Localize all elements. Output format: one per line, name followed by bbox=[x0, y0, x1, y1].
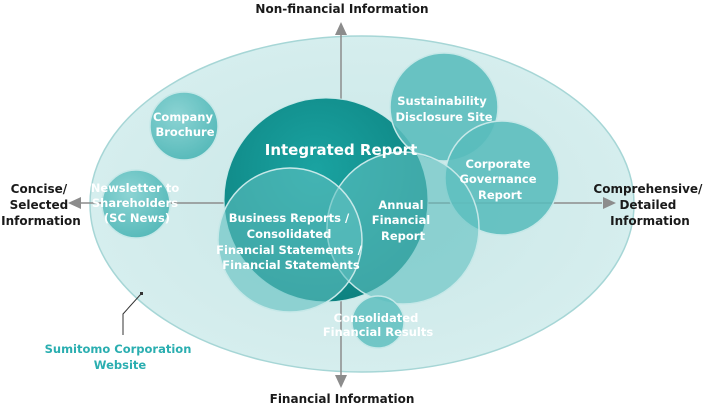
website-pointer-dot bbox=[140, 292, 143, 295]
axis-label-left: Concise/ Selected Information bbox=[1, 182, 81, 228]
axis-arrowheads bbox=[68, 22, 616, 388]
label-corporate-governance: Corporate Governance Report bbox=[459, 157, 540, 202]
axis-label-right: Comprehensive/ Detailed Information bbox=[593, 182, 704, 228]
bubble-newsletter bbox=[101, 169, 171, 239]
label-integrated-report: Integrated Report bbox=[265, 141, 418, 159]
arrow-down-icon bbox=[335, 375, 347, 388]
label-website: Sumitomo Corporation Website bbox=[45, 342, 196, 372]
label-company-brochure: Company Brochure bbox=[153, 110, 217, 139]
label-consolidated-results: Consolidated Financial Results bbox=[323, 311, 434, 339]
label-annual-financial: Annual Financial Report bbox=[372, 198, 434, 243]
arrow-left-icon bbox=[68, 197, 81, 209]
website-pointer-line bbox=[122, 293, 142, 335]
label-sustainability: Sustainability Disclosure Site bbox=[395, 94, 492, 124]
axis-label-top: Non-financial Information bbox=[255, 2, 428, 16]
arrow-up-icon bbox=[335, 22, 347, 35]
label-business-reports: Business Reports / Consolidated Financia… bbox=[216, 211, 366, 272]
arrow-right-icon bbox=[603, 197, 616, 209]
bubble-consolidated-results bbox=[351, 295, 405, 349]
axis-label-bottom: Financial Information bbox=[270, 392, 415, 406]
bubble-company-brochure bbox=[149, 91, 219, 161]
label-newsletter: Newsletter to Shareholders (SC News) bbox=[91, 181, 184, 225]
bubble-business-reports bbox=[217, 167, 363, 313]
